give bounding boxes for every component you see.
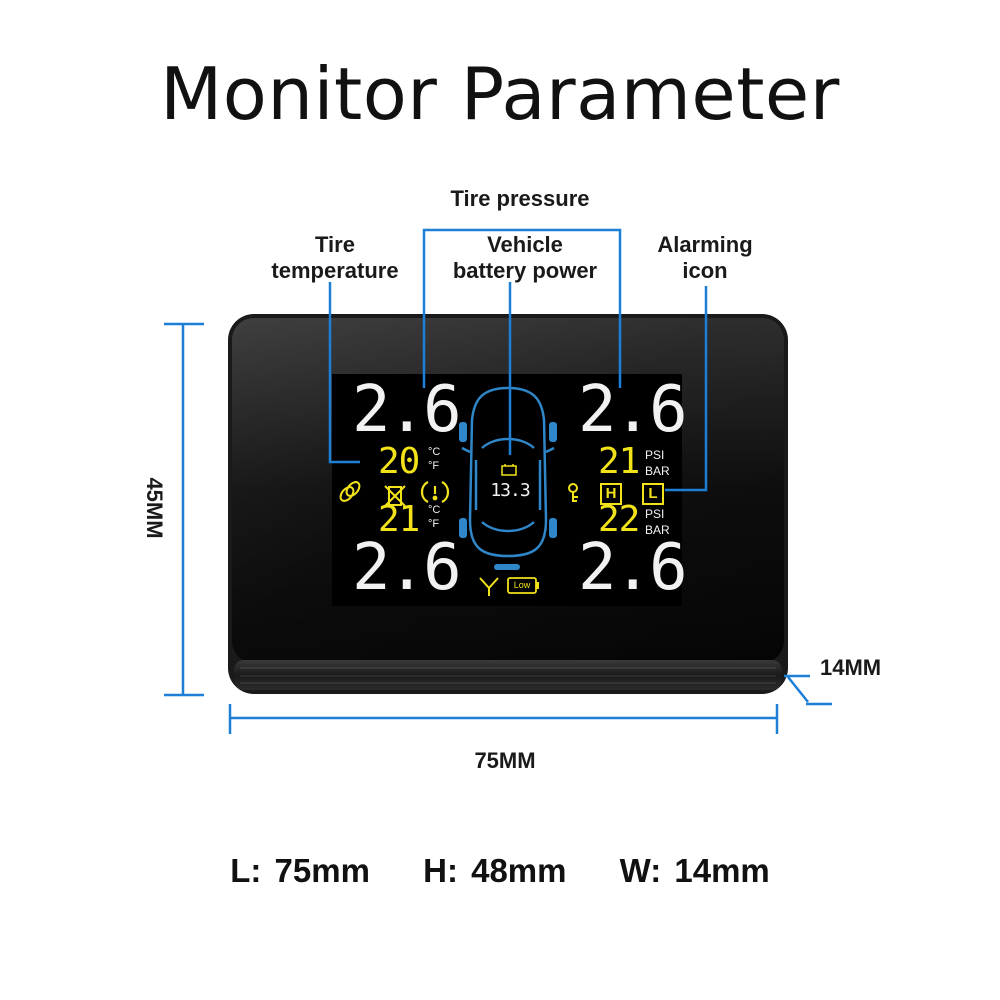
front-left-temp: 20 [378,441,420,482]
alarm-callout-line [665,286,708,492]
spec-height: H: 48mm [423,852,567,889]
pressure-unit-bar-rear: BAR [645,523,670,537]
low-battery-icon [507,577,539,594]
battery-voltage-readout: 13.3 [490,480,530,501]
tire-pressure-label: Tire pressure [450,186,590,211]
tire-temperature-callout-line [328,282,360,464]
low-indicator: L [648,485,658,502]
spec-length: L: 75mm [230,852,370,889]
alarming-icon-label: Alarming icon [630,232,780,284]
high-indicator: H [605,485,617,502]
temp-unit-celsius-rear: °C [428,504,441,516]
pressure-unit-bar-front: BAR [645,464,670,478]
rear-right-pressure: 2.6 [578,531,688,605]
specs-row: L: 75mm H: 48mm W: 14mm [0,852,1000,890]
front-right-pressure: 2.6 [578,373,688,447]
tire-pressure-callout-line [422,228,622,388]
signal-icon [479,577,499,596]
front-left-pressure: 2.6 [352,373,462,447]
width-dimension-label: 14MM [820,655,882,680]
temp-unit-celsius-front: °C [428,446,441,458]
low-battery-label: Low [513,580,531,590]
tire-alert-icon [420,481,450,503]
front-right-temp: 21 [598,441,640,482]
low-indicator-box [642,483,664,505]
battery-icon [501,464,517,476]
rear-right-temp: 22 [598,499,640,540]
page-title: Monitor Parameter [160,52,840,136]
high-indicator-box [600,483,622,505]
alarming-icon-label-line1: Alarming [657,232,753,257]
rear-left-pressure: 2.6 [352,531,462,605]
fuel-alert-icon [384,485,406,507]
car-outline-icon [461,386,555,558]
device-base [234,660,782,690]
key-icon [568,483,578,502]
callout-lines [328,228,708,492]
battery-power-label: Vehicle battery power [425,232,625,284]
wheel-indicators [459,422,557,570]
temp-unit-fahrenheit-front: °F [428,460,440,472]
length-dimension-label: 75MM [474,748,536,773]
rear-left-temp: 21 [378,499,420,540]
tire-temperature-label-line2: temperature [271,258,399,283]
pressure-unit-psi-front: PSI [645,448,665,462]
battery-power-label-line2: battery power [452,258,598,283]
battery-power-label-line1: Vehicle [487,232,563,257]
pressure-unit-psi-rear: PSI [645,507,665,521]
temp-unit-fahrenheit-rear: °F [428,518,440,530]
width-dimension-line [787,676,809,703]
link-icon [339,481,361,502]
spec-width: W: 14mm [619,852,770,889]
dimension-lines [164,322,832,734]
tire-temperature-label-line1: Tire [315,232,355,257]
height-dimension-label: 45MM [142,477,167,539]
tire-temperature-label: Tire temperature [250,232,420,284]
alarming-icon-label-line2: icon [682,258,728,283]
